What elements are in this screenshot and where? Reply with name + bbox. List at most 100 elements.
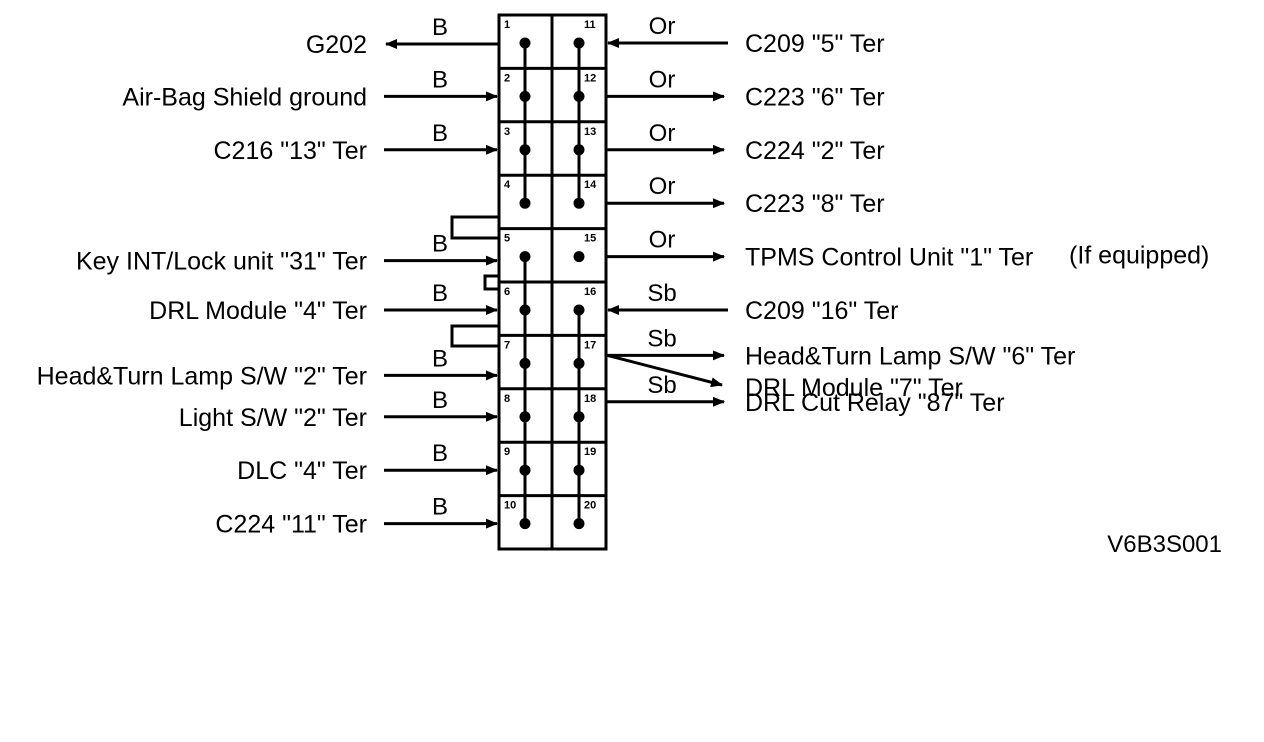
component-label: DRL Module "4" Ter xyxy=(149,297,367,325)
left-wire-row: B C216 "13" Ter xyxy=(214,120,498,165)
pin-dot xyxy=(519,144,531,156)
wire-color: Sb xyxy=(647,325,676,352)
pin-number: 8 xyxy=(504,393,510,405)
component-label: Head&Turn Lamp S/W "2" Ter xyxy=(37,362,367,390)
wire-color: Or xyxy=(649,173,676,200)
wire-color: Or xyxy=(649,66,676,93)
wire-color: B xyxy=(432,66,448,93)
component-note: (If equipped) xyxy=(1069,242,1209,270)
pin-dot xyxy=(519,464,531,476)
pin-number: 19 xyxy=(584,446,596,458)
pin-number: 16 xyxy=(584,286,596,298)
wire-color: Sb xyxy=(647,372,676,399)
wire-color: B xyxy=(432,387,448,414)
jumper-wire-6-7 xyxy=(450,324,499,348)
pin-dot xyxy=(519,90,531,102)
component-label: C223 "6" Ter xyxy=(745,83,885,111)
pin-number: 1 xyxy=(504,19,510,31)
jumper-wire-4-5 xyxy=(450,215,499,240)
wire-color: B xyxy=(432,440,448,467)
pin-dot xyxy=(519,37,531,49)
pin-dot xyxy=(573,37,585,49)
component-label: C223 "8" Ter xyxy=(745,190,885,218)
pin-dot xyxy=(573,90,585,102)
pin-number: 18 xyxy=(584,393,596,405)
pin-dot xyxy=(573,464,585,476)
pin-number: 20 xyxy=(584,500,596,512)
pin-number: 13 xyxy=(584,126,596,138)
left-wire-row: B DLC "4" Ter xyxy=(237,440,498,485)
left-wire-row: B Air-Bag Shield ground xyxy=(122,66,498,111)
wire-color: B xyxy=(432,120,448,147)
pin-dot xyxy=(573,411,585,423)
pin-dot xyxy=(519,357,531,369)
component-label: C209 "16" Ter xyxy=(745,297,899,325)
pin-number: 14 xyxy=(584,179,597,191)
diagram-code: V6B3S001 xyxy=(1107,531,1222,558)
component-label: Air-Bag Shield ground xyxy=(122,83,367,111)
pin-dot xyxy=(519,411,531,423)
pin-number: 12 xyxy=(584,72,596,84)
pin-dot xyxy=(573,357,585,369)
pin-number: 7 xyxy=(504,339,510,351)
pin-dot xyxy=(573,144,585,156)
component-label: C224 "11" Ter xyxy=(215,511,367,539)
wire-color: B xyxy=(432,231,448,258)
wire-color: Sb xyxy=(647,280,676,307)
pin-dot xyxy=(519,304,531,316)
component-label: TPMS Control Unit "1" Ter xyxy=(745,244,1033,272)
pin-number: 15 xyxy=(584,233,596,245)
pin-number: 4 xyxy=(504,179,511,191)
joint-connector-block xyxy=(497,13,608,551)
left-wire-row: B Key INT/Lock unit "31" Ter xyxy=(76,231,498,276)
pin-dot xyxy=(573,304,585,316)
wire-color: Or xyxy=(649,13,676,40)
component-label: C224 "2" Ter xyxy=(745,137,885,165)
left-wire-row: B Head&Turn Lamp S/W "2" Ter xyxy=(37,345,498,390)
pin-dot xyxy=(519,197,531,209)
pin-number: 10 xyxy=(504,500,516,512)
label-drl-module-7: DRL Module "7" Ter xyxy=(745,374,963,402)
component-label: Key INT/Lock unit "31" Ter xyxy=(76,248,367,276)
pin-number: 5 xyxy=(504,233,510,245)
pin-number: 2 xyxy=(504,72,510,84)
wire-color: Or xyxy=(649,227,676,254)
wire-color: B xyxy=(432,345,448,372)
pin-number: 11 xyxy=(584,19,596,31)
branch-pin17-drl-module: DRL Module "7" Ter xyxy=(605,353,963,402)
component-label: Light S/W "2" Ter xyxy=(179,404,367,432)
left-wire-row: B C224 "11" Ter xyxy=(215,494,498,539)
pin-number: 9 xyxy=(504,446,510,458)
component-label: DLC "4" Ter xyxy=(237,457,367,485)
component-label: G202 xyxy=(306,31,367,59)
component-label: C209 "5" Ter xyxy=(745,30,885,58)
jumper-wire-5-6 xyxy=(483,274,499,291)
left-wire-row: B G202 xyxy=(306,14,499,59)
component-label: DRL Cut Relay "87" Ter xyxy=(745,389,1005,417)
pin-dot xyxy=(573,251,585,263)
pin-dot xyxy=(573,518,585,530)
pin-dot xyxy=(519,518,531,530)
wire-color: Or xyxy=(649,120,676,147)
pin-dot xyxy=(519,251,531,263)
left-wire-row: B Light S/W "2" Ter xyxy=(179,387,498,432)
wire-color: B xyxy=(432,14,448,41)
component-label: Head&Turn Lamp S/W "6" Ter xyxy=(745,342,1075,370)
wire-color: B xyxy=(432,494,448,521)
pin-number: 17 xyxy=(584,339,596,351)
pin-number: 3 xyxy=(504,126,510,138)
component-label: C216 "13" Ter xyxy=(214,137,368,165)
